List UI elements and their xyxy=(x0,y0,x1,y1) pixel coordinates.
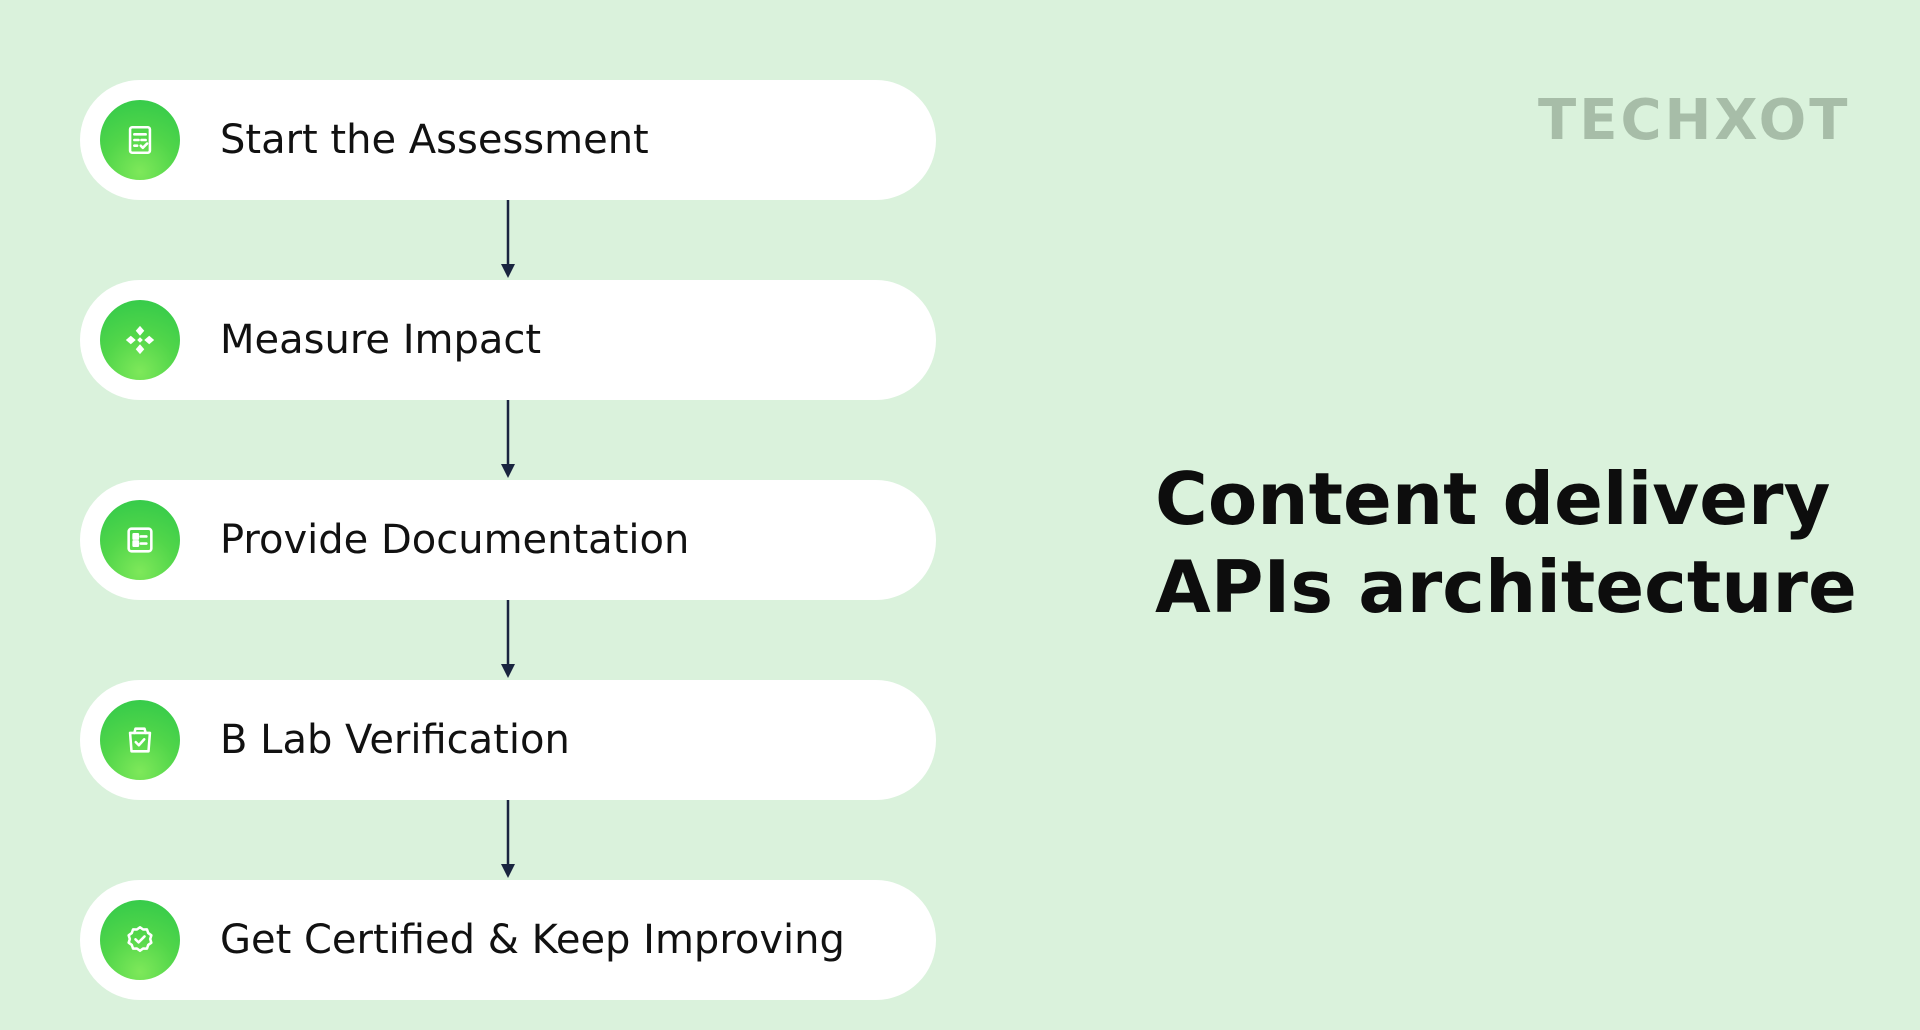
flow-arrow xyxy=(80,200,936,280)
flow-arrow xyxy=(80,800,936,880)
step-b-lab-verification: B Lab Verification xyxy=(80,680,936,800)
step-label: Provide Documentation xyxy=(220,517,690,563)
step-get-certified: Get Certified & Keep Improving xyxy=(80,880,936,1000)
certified-badge-icon xyxy=(100,900,180,980)
process-flow: Start the Assessment Measure Impact xyxy=(80,80,936,1000)
document-list-icon xyxy=(100,500,180,580)
step-start-assessment: Start the Assessment xyxy=(80,80,936,200)
step-measure-impact: Measure Impact xyxy=(80,280,936,400)
title-line-1: Content delivery xyxy=(1155,457,1831,541)
page-title: Content delivery APIs architecture xyxy=(1155,455,1875,631)
step-label: Start the Assessment xyxy=(220,117,649,163)
checklist-icon xyxy=(100,100,180,180)
flow-arrow xyxy=(80,400,936,480)
verified-bag-icon xyxy=(100,700,180,780)
step-label: Measure Impact xyxy=(220,317,542,363)
title-line-2: APIs architecture xyxy=(1155,545,1857,629)
diamond-arrows-icon xyxy=(100,300,180,380)
step-provide-documentation: Provide Documentation xyxy=(80,480,936,600)
flow-arrow xyxy=(80,600,936,680)
step-label: Get Certified & Keep Improving xyxy=(220,917,845,963)
brand-logo: TECHXOT xyxy=(1538,88,1851,153)
step-label: B Lab Verification xyxy=(220,717,570,763)
